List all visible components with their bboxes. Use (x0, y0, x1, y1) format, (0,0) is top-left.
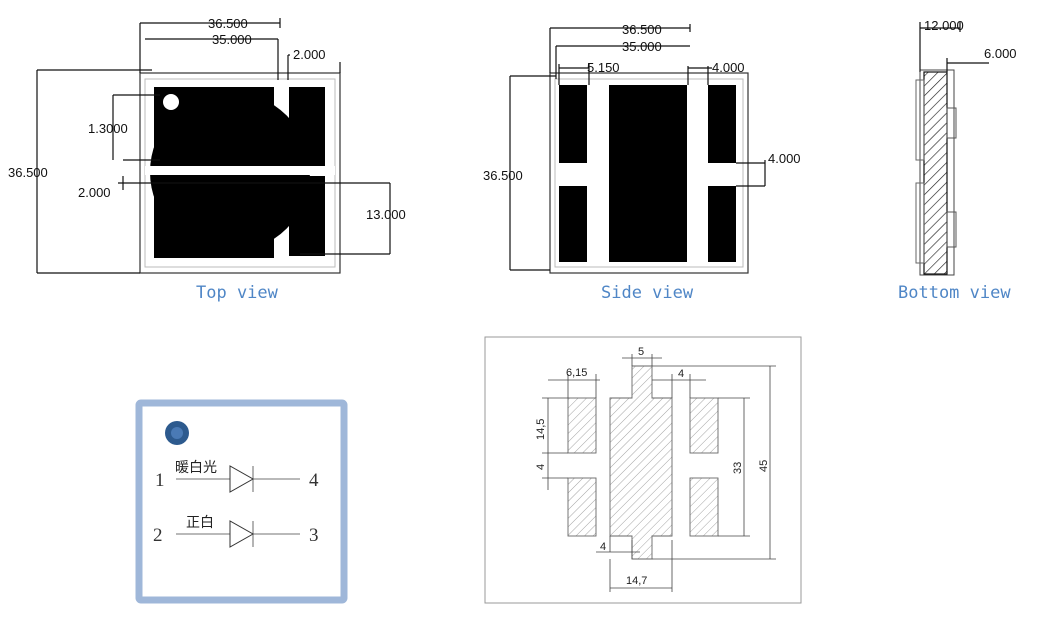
footprint-dim-center-top: 5 (638, 346, 644, 358)
top-view-dim-width-outer: 36.500 (208, 16, 248, 31)
footprint-dim-total-h: 45 (758, 460, 770, 472)
top-view-caption: Top view (196, 283, 279, 303)
bottom-view: 12.000 6.000 Bottom view (898, 18, 1017, 303)
side-view-pad-left-bottom (559, 186, 587, 262)
diode-2-symbol (229, 520, 255, 548)
side-view-dim-right-pad: 4.000 (712, 60, 745, 75)
side-view-dim-left-pad: 5.150 (587, 60, 620, 75)
bottom-view-lens-section (923, 71, 948, 275)
footprint-pad-right-bottom (689, 477, 719, 537)
side-view-pad-right-top (708, 85, 736, 163)
side-view-dim-width-inner: 35.000 (622, 39, 662, 54)
diode-1-symbol (229, 465, 255, 493)
footprint-pad-right-top (689, 397, 719, 454)
footprint-dim-inner-h: 33 (732, 462, 744, 474)
top-view-dim-height-outer: 36.500 (8, 165, 48, 180)
top-view-dim-right-gap: 2.000 (293, 47, 326, 62)
side-view-pad-left-top (559, 85, 587, 163)
side-view-pad-center (609, 85, 687, 262)
footprint-dim-gap-bottom: 4 (600, 541, 606, 553)
footprint-pad-left-bottom (567, 477, 597, 537)
side-view: 36.500 35.000 5.150 4.000 36.500 4.000 S… (483, 22, 801, 303)
footprint-dim-gap-left: 4 (535, 464, 547, 470)
pin-schematic: 1 暖白光 4 2 正白 3 (135, 399, 348, 604)
side-view-pad-right-bottom (708, 186, 736, 262)
top-view-pad-right-top (289, 87, 325, 166)
pin-2-label: 2 (153, 525, 163, 546)
schematic-row-1: 1 暖白光 4 (155, 460, 319, 493)
channel-1-label: 暖白光 (175, 460, 217, 476)
top-view-dim-pad-height: 13.000 (366, 207, 406, 222)
bottom-view-dim-lens: 6.000 (984, 46, 1017, 61)
pin-4-label: 4 (309, 470, 319, 491)
footprint-dim-pad-h: 14,5 (535, 419, 547, 440)
top-view-dim-width-inner: 35.000 (212, 32, 252, 47)
top-view-pad-right-bottom (289, 176, 325, 256)
footprint-dim-center-bottom: 14,7 (626, 575, 647, 587)
top-view-dim-split-gap: 2.000 (78, 185, 111, 200)
top-view: 36.500 35.000 2.000 36.500 1.3000 2.000 … (8, 16, 406, 303)
recommended-footprint: 5 6,15 4 14,5 4 4 14,7 33 45 (484, 336, 802, 604)
top-view-polarity-hole (163, 94, 179, 110)
footprint-dim-right-gap: 4 (678, 368, 684, 380)
side-view-dim-height-outer: 36.500 (483, 168, 523, 183)
side-view-caption: Side view (601, 283, 694, 303)
pin-1-label: 1 (155, 470, 165, 491)
footprint-pad-left-top (567, 397, 597, 454)
bottom-view-caption: Bottom view (898, 283, 1011, 303)
footprint-dim-left-pad: 6,15 (566, 367, 587, 379)
pin-3-label: 3 (309, 525, 319, 546)
bottom-view-dim-thickness: 12.000 (924, 18, 964, 33)
schematic-row-2: 2 正白 3 (153, 515, 319, 548)
side-view-dim-gap: 4.000 (768, 151, 801, 166)
schematic-frame (135, 399, 348, 604)
channel-2-label: 正白 (186, 515, 214, 531)
top-view-dim-hole-offset: 1.3000 (88, 121, 128, 136)
side-view-dim-width-outer: 36.500 (622, 22, 662, 37)
